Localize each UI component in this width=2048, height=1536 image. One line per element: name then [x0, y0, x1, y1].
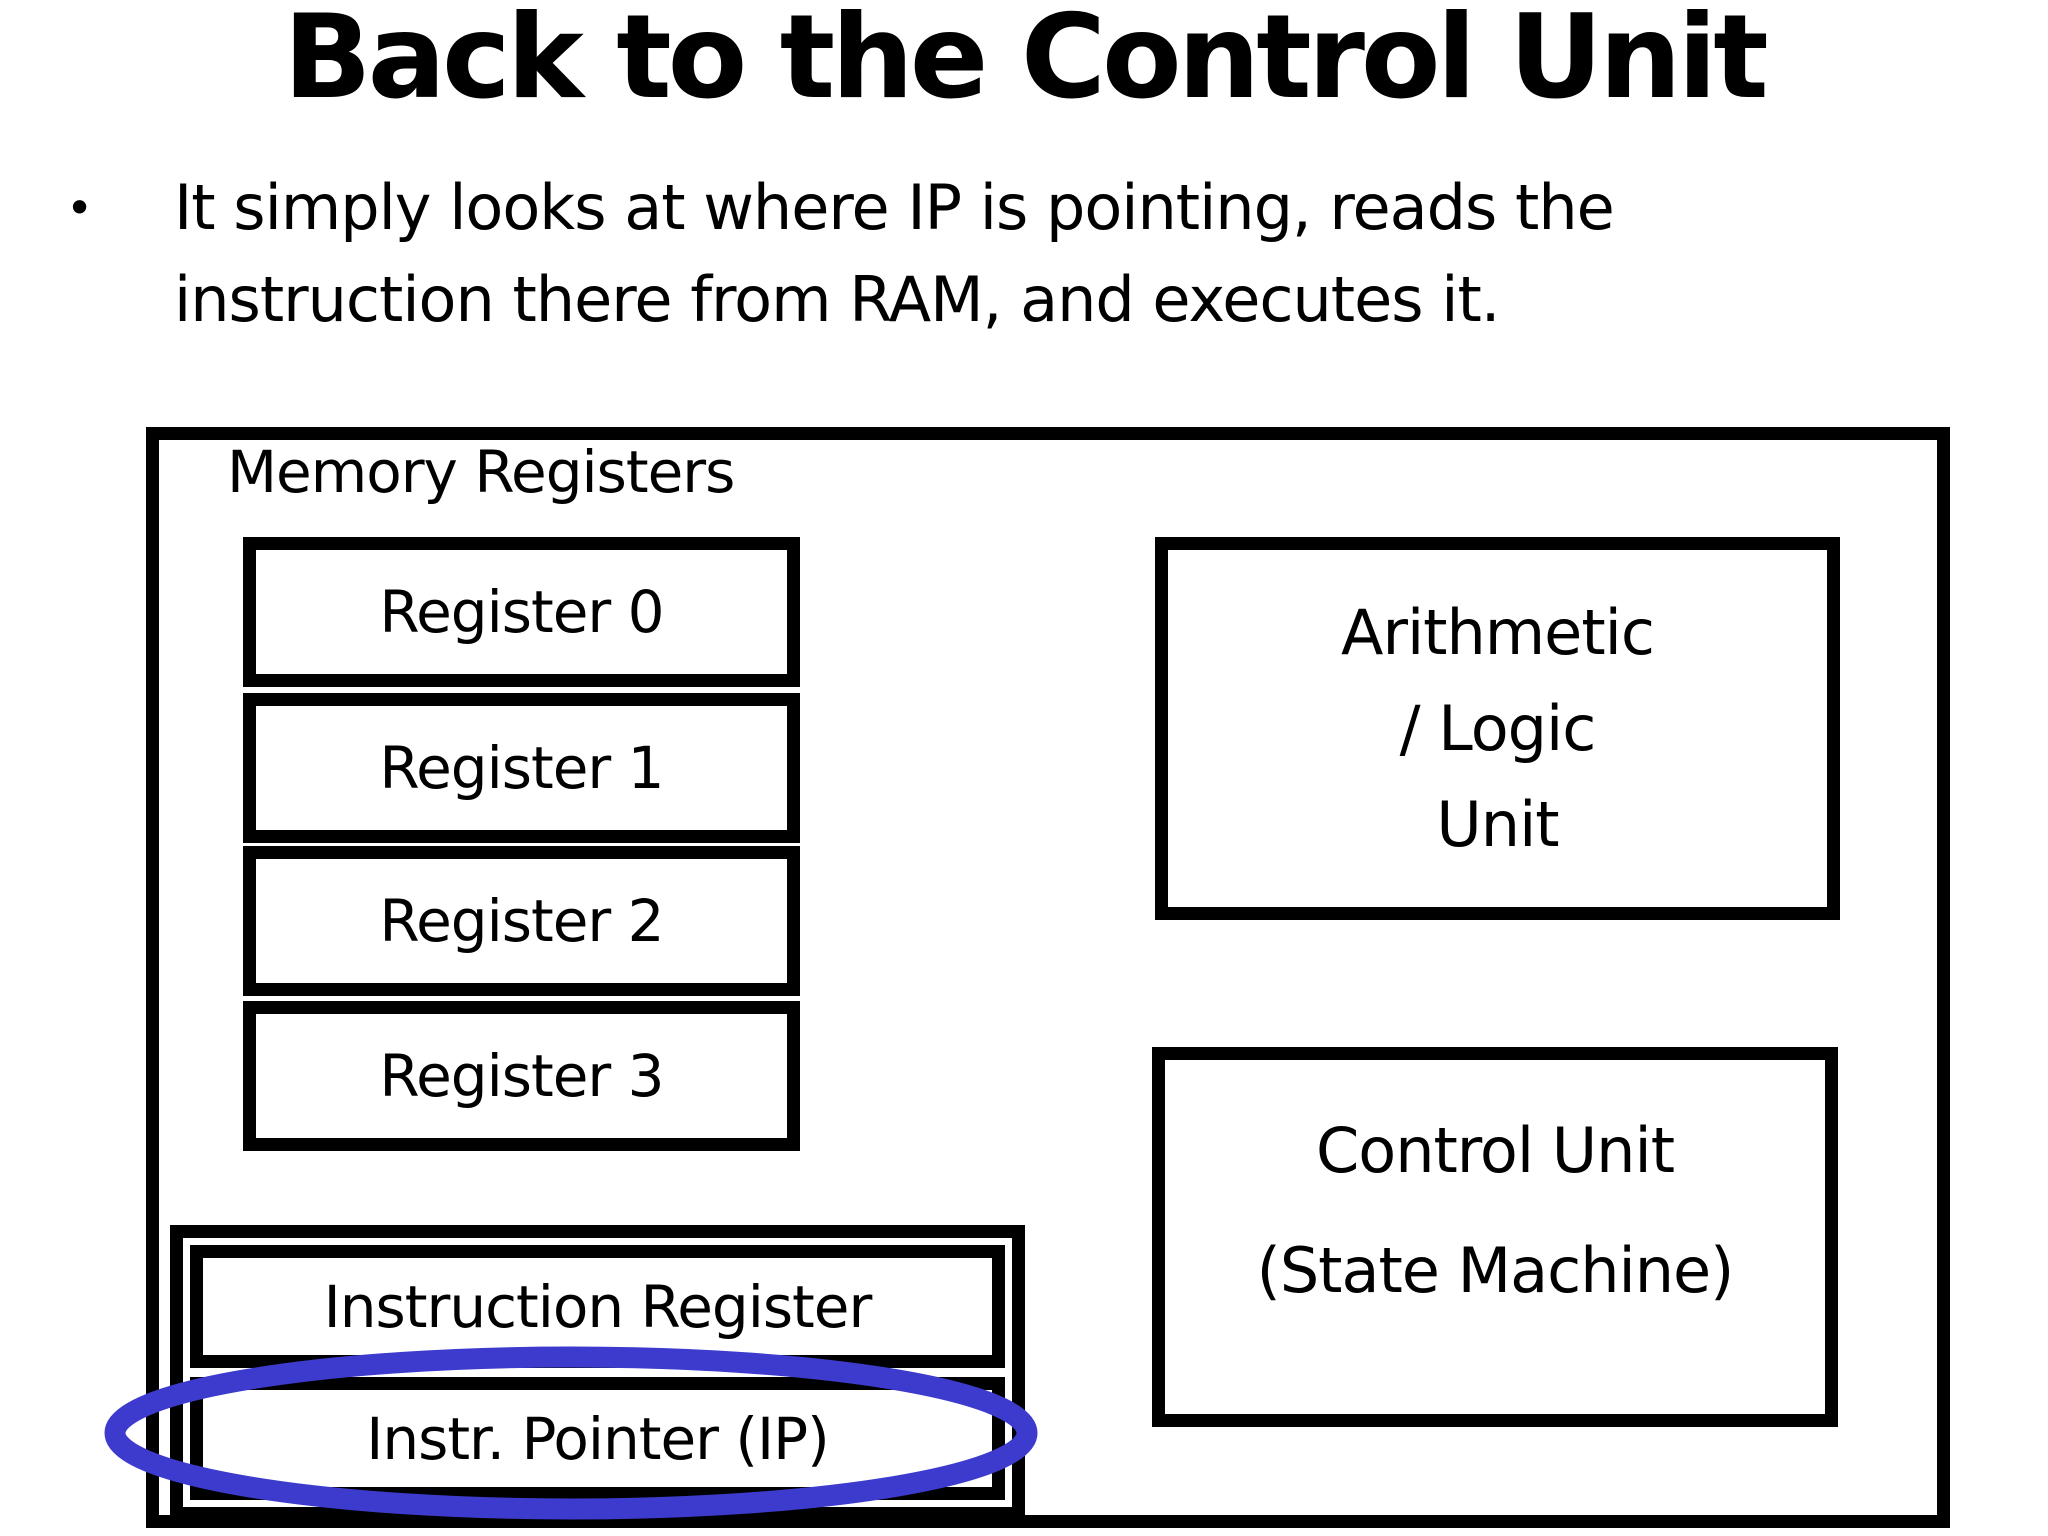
register-0-box: Register 0: [243, 537, 800, 687]
alu-label-line-1: Arithmetic: [1341, 595, 1655, 669]
register-1-label: Register 1: [379, 734, 664, 802]
control-unit-label-line-2: (State Machine): [1256, 1234, 1735, 1307]
register-2-label: Register 2: [379, 887, 664, 955]
control-unit-label: Control Unit (State Machine): [1256, 1091, 1735, 1331]
control-unit-label-line-1: Control Unit: [1315, 1114, 1675, 1187]
register-3-label: Register 3: [379, 1042, 664, 1110]
bullet-marker: •: [66, 181, 94, 235]
alu-label-line-3: Unit: [1436, 787, 1559, 861]
instruction-pointer-box: Instr. Pointer (IP): [190, 1377, 1005, 1500]
bullet-text: It simply looks at where IP is pointing,…: [174, 162, 1615, 346]
instruction-register-group: Instruction Register Instr. Pointer (IP): [170, 1225, 1025, 1520]
alu-box: Arithmetic / Logic Unit: [1155, 537, 1840, 920]
instruction-pointer-label: Instr. Pointer (IP): [366, 1404, 830, 1473]
bullet-item: • It simply looks at where IP is pointin…: [58, 162, 2018, 346]
instruction-register-label: Instruction Register: [323, 1272, 873, 1341]
bullet-line-2: instruction there from RAM, and executes…: [174, 263, 1501, 336]
bullet-line-1: It simply looks at where IP is pointing,…: [174, 171, 1615, 244]
register-3-box: Register 3: [243, 1001, 800, 1151]
alu-label-line-2: / Logic: [1399, 691, 1597, 765]
slide-title: Back to the Control Unit: [283, 0, 1769, 125]
register-1-box: Register 1: [243, 693, 800, 843]
register-0-label: Register 0: [379, 578, 664, 646]
cpu-diagram: Memory Registers Register 0 Register 1 R…: [146, 427, 1950, 1528]
register-2-box: Register 2: [243, 846, 800, 996]
control-unit-box: Control Unit (State Machine): [1152, 1047, 1838, 1427]
memory-registers-label: Memory Registers: [227, 438, 735, 506]
instruction-register-box: Instruction Register: [190, 1245, 1005, 1368]
